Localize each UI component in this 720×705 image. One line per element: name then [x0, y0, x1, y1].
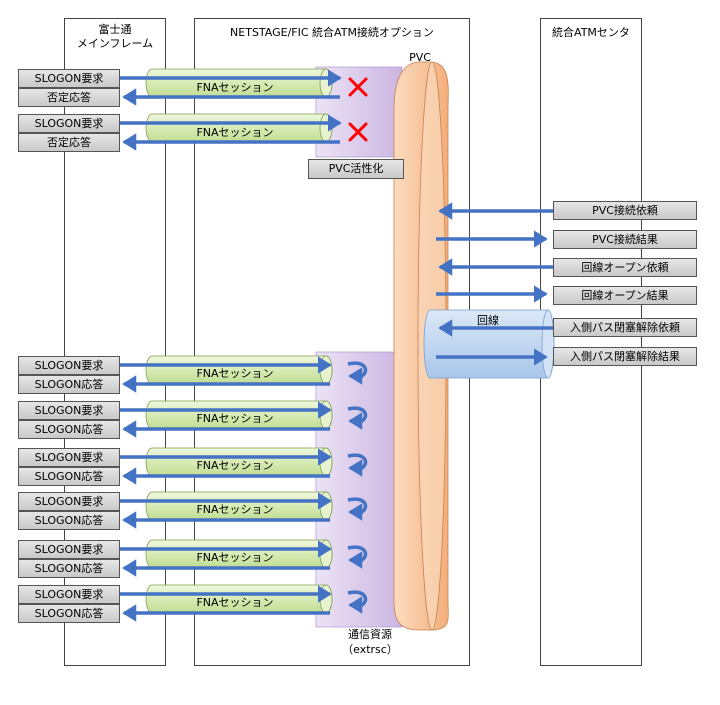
fna-session-tube-end [319, 355, 333, 385]
fna-session-label: FNAセッション [196, 503, 274, 516]
fna-session-label: FNAセッション [196, 126, 274, 139]
loopback-arrow-icon [347, 406, 368, 430]
line-open-request-box: 回線オープン依頼 [553, 258, 697, 277]
path-unblock-result-box: 入側パス閉塞解除結果 [553, 347, 697, 366]
negative-response-box: 否定応答 [18, 88, 120, 107]
resource-blocks [315, 66, 403, 628]
slogon-request-box: SLOGON要求 [18, 356, 120, 375]
fna-session-tube-end [319, 491, 333, 521]
slogon-request-box: SLOGON要求 [18, 540, 120, 559]
loopback-arrow-icon [347, 361, 368, 385]
resource-label-line1: 通信資源 [348, 628, 392, 641]
pvc-activate-box: PVC活性化 [308, 159, 404, 179]
arrow-layer [120, 69, 553, 622]
resource-label-line2: （extrsc） [342, 643, 398, 656]
fna-session-label: FNAセッション [196, 551, 274, 564]
pvc-label: PVC [409, 51, 431, 64]
slogon-response-box: SLOGON応答 [18, 420, 120, 439]
reject-cross-icon [348, 77, 368, 97]
fna-session-tube-end [319, 113, 333, 143]
line-label: 回線 [477, 314, 499, 327]
slogon-request-box: SLOGON要求 [18, 69, 120, 88]
slogon-response-box: SLOGON応答 [18, 559, 120, 578]
slogon-request-box: SLOGON要求 [18, 448, 120, 467]
option-title: NETSTAGE/FIC 統合ATM接続オプション [230, 26, 434, 39]
fna-session-label: FNAセッション [196, 367, 274, 380]
negative-response-box: 否定応答 [18, 133, 120, 152]
slogon-request-box: SLOGON要求 [18, 114, 120, 133]
pvc-connect-result-box: PVC接続結果 [553, 230, 697, 249]
mainframe-title-line1: 富士通 [98, 23, 132, 36]
fna-session-tube-end [319, 400, 333, 430]
line-open-result-box: 回線オープン結果 [553, 286, 697, 305]
slogon-request-box: SLOGON要求 [18, 585, 120, 604]
fna-session-tube-end [319, 539, 333, 569]
fna-session-tube-end [319, 447, 333, 477]
loopback-arrow-icon [347, 497, 368, 521]
fna-session-tube-end [319, 68, 333, 98]
path-unblock-request-box: 入側パス閉塞解除依頼 [553, 318, 697, 337]
mainframe-title-line2: メインフレーム [76, 37, 154, 50]
center-lane [540, 18, 642, 666]
fna-session-label: FNAセッション [196, 596, 274, 609]
center-title: 統合ATMセンタ [552, 26, 630, 39]
slogon-response-box: SLOGON応答 [18, 511, 120, 530]
fna-session-tube-end [319, 584, 333, 614]
fna-session-label: FNAセッション [196, 81, 274, 94]
loopback-arrow-icon [347, 590, 368, 614]
session-layer [145, 68, 333, 614]
fna-session-label: FNAセッション [196, 459, 274, 472]
slogon-response-box: SLOGON応答 [18, 467, 120, 486]
reject-cross-icon [348, 122, 368, 142]
slogon-request-box: SLOGON要求 [18, 492, 120, 511]
slogon-response-box: SLOGON応答 [18, 375, 120, 394]
communication-resource-block [315, 351, 403, 628]
pvc-connect-request-box: PVC接続依頼 [553, 201, 697, 220]
loopback-arrow-icon [347, 453, 368, 477]
loopback-arrow-icon [347, 545, 368, 569]
slogon-request-box: SLOGON要求 [18, 401, 120, 420]
fna-session-label: FNAセッション [196, 412, 274, 425]
slogon-response-box: SLOGON応答 [18, 604, 120, 623]
